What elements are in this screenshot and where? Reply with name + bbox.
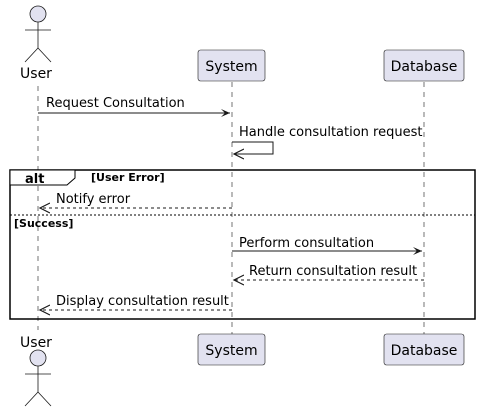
user-label-top: User	[20, 66, 52, 82]
database-label-bottom: Database	[391, 343, 458, 359]
message-return-consultation-result: Return consultation result	[234, 264, 424, 280]
message-perform-consultation: Perform consultation	[232, 236, 422, 255]
system-participant-bottom[interactable]: System	[197, 333, 266, 366]
message-label: Notify error	[56, 192, 131, 207]
system-participant-top[interactable]: System	[197, 49, 266, 82]
database-participant-top[interactable]: Database	[383, 49, 465, 82]
alt-operator-label: alt	[25, 172, 44, 187]
message-request-consultation: Request Consultation	[38, 96, 230, 117]
user-actor-bottom[interactable]: User	[20, 335, 52, 407]
alt-guard-success: [Success]	[14, 217, 73, 230]
message-label: Display consultation result	[56, 294, 229, 309]
user-label-bottom: User	[20, 335, 52, 351]
message-label: Return consultation result	[249, 264, 417, 279]
system-label-top: System	[205, 59, 257, 75]
alt-guard-user-error: [User Error]	[91, 171, 165, 184]
database-label-top: Database	[391, 59, 458, 75]
user-actor-top[interactable]: User	[20, 5, 52, 82]
message-handle-consultation-request: Handle consultation request	[232, 125, 422, 154]
user-actor-head-icon	[29, 5, 47, 23]
system-label-bottom: System	[205, 343, 257, 359]
message-display-consultation-result: Display consultation result	[40, 294, 232, 310]
message-label: Request Consultation	[46, 96, 185, 111]
message-notify-error: Notify error	[40, 192, 232, 208]
message-label: Handle consultation request	[239, 125, 422, 140]
message-label: Perform consultation	[239, 236, 374, 251]
database-participant-bottom[interactable]: Database	[383, 333, 465, 366]
alt-fragment: alt [User Error] [Success]	[9, 169, 476, 320]
user-actor-head-icon	[29, 349, 47, 367]
